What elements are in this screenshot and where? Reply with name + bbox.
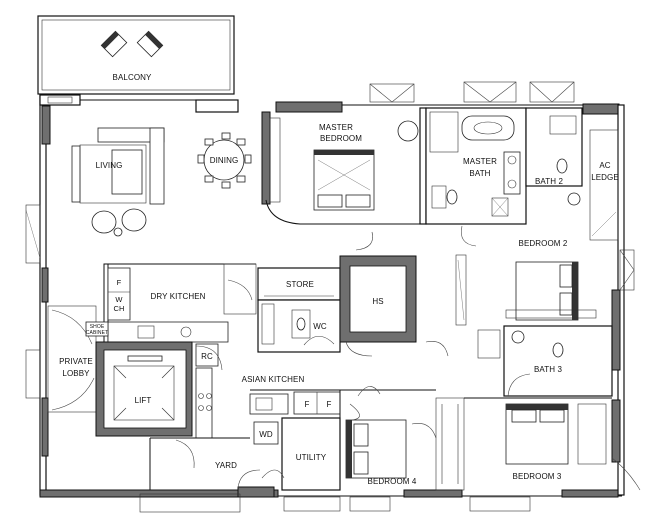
balcony-area	[37, 15, 235, 95]
label-hs: HS	[372, 297, 383, 306]
label-bedroom4: BEDROOM 4	[368, 477, 417, 486]
label-fridge-dry: F	[117, 278, 122, 287]
label-rc: RC	[201, 352, 213, 361]
bedroom-2	[426, 223, 635, 326]
door-swings	[237, 225, 477, 489]
utility-room	[261, 417, 341, 491]
master-bedroom	[261, 107, 427, 225]
label-utility: UTILITY	[296, 453, 327, 462]
label-yard: YARD	[215, 461, 237, 470]
ac-ledge	[589, 129, 619, 241]
label-asian-kitchen: ASIAN KITCHEN	[242, 375, 305, 384]
label-living: LIVING	[96, 161, 123, 170]
label-wine-chiller-line1: W	[115, 295, 123, 304]
lift-shaft	[95, 341, 193, 437]
yard	[139, 437, 250, 513]
wc-room	[257, 299, 341, 353]
label-shoe-cabinet-line2: CABINET	[86, 330, 108, 336]
label-ac-ledge-line1: AC	[599, 161, 610, 170]
label-private-lobby-line1: PRIVATE	[59, 357, 93, 366]
dry-kitchen	[103, 263, 257, 345]
household-shelter	[339, 255, 417, 357]
bottom-windows	[283, 496, 531, 512]
store-room	[257, 267, 341, 301]
master-bath	[425, 107, 527, 225]
label-wd: WD	[259, 430, 273, 439]
label-master-bath-line1: MASTER	[463, 157, 497, 166]
bath2	[525, 107, 583, 206]
label-lift: LIFT	[135, 396, 152, 405]
label-ac-ledge-line2: LEDGE	[591, 173, 619, 182]
left-windows	[25, 204, 41, 399]
living-room	[71, 127, 165, 237]
exterior-walls	[39, 94, 625, 498]
label-bath3: BATH 3	[534, 365, 562, 374]
label-wc: WC	[313, 322, 327, 331]
label-master-bath-line2: BATH	[469, 169, 490, 178]
private-lobby	[47, 305, 109, 413]
label-store: STORE	[286, 280, 314, 289]
label-balcony: BALCONY	[113, 73, 152, 82]
label-dry-kitchen: DRY KITCHEN	[150, 292, 205, 301]
bedroom-3	[464, 397, 641, 491]
label-master-bedroom-line2: BEDROOM	[320, 134, 362, 143]
label-private-lobby-line2: LOBBY	[62, 369, 90, 378]
label-wine-chiller-line2: CH	[113, 304, 124, 313]
label-bedroom3: BEDROOM 3	[513, 472, 562, 481]
label-bath2: BATH 2	[535, 177, 563, 186]
label-shoe-cabinet-line1: SHOE	[90, 324, 105, 330]
label-fridge-2: F	[327, 400, 332, 409]
bath3	[477, 325, 613, 397]
label-bedroom2: BEDROOM 2	[519, 239, 568, 248]
dining-table	[197, 132, 252, 189]
label-master-bedroom-line1: MASTER	[319, 123, 353, 132]
asian-kitchen	[195, 343, 344, 439]
label-dining: DINING	[210, 156, 239, 165]
bedroom-4	[339, 389, 465, 491]
washer-dryer	[253, 421, 279, 445]
label-fridge-1: F	[305, 400, 310, 409]
top-windows	[369, 81, 575, 103]
